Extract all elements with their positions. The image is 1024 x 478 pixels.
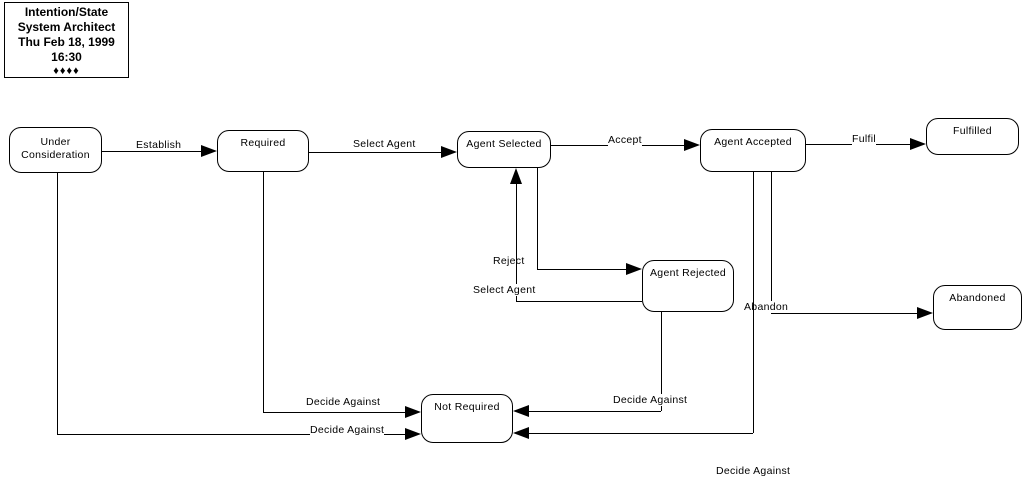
transition-label-fulfil: Fulfil <box>852 133 876 145</box>
arrowhead-decide-against-uc <box>405 428 421 440</box>
connector-select-agent-return-horizontal <box>516 301 642 302</box>
state-label: Agent Accepted <box>714 136 792 148</box>
state-label: Under Consideration <box>21 136 90 161</box>
connector-reject-vertical <box>537 168 538 269</box>
transition-label-abandon: Abandon <box>744 301 789 313</box>
arrowhead-decide-against-rejected <box>513 405 529 417</box>
transition-label-decide-against-accepted: Decide Against <box>716 465 791 477</box>
diagram-time: 16:30 <box>51 50 82 64</box>
connector-decide-against-required-horizontal <box>263 412 405 413</box>
connector-establish <box>102 151 201 152</box>
transition-label-decide-against-required: Decide Against <box>306 396 381 408</box>
connector-decide-against-accepted-vertical <box>753 172 754 433</box>
arrowhead-fulfil <box>910 138 926 150</box>
connector-decide-against-accepted-horizontal <box>529 433 753 434</box>
transition-label-reject: Reject <box>493 255 525 267</box>
state-agent-rejected[interactable]: Agent Rejected <box>642 260 734 312</box>
transition-label-establish: Establish <box>136 139 182 151</box>
arrowhead-reject <box>626 263 642 275</box>
state-not-required[interactable]: Not Required <box>421 394 513 443</box>
state-label: Required <box>240 137 286 149</box>
state-label: Abandoned <box>949 292 1006 304</box>
arrowhead-decide-against-required <box>405 406 421 418</box>
connector-decide-against-uc-horizontal <box>57 434 405 435</box>
arrowhead-abandon <box>917 307 933 319</box>
title-block: Intention/State System Architect Thu Feb… <box>4 2 129 78</box>
transition-label-decide-against-rejected: Decide Against <box>613 394 688 406</box>
state-label: Fulfilled <box>953 125 992 137</box>
state-required[interactable]: Required <box>217 130 309 172</box>
state-agent-selected[interactable]: Agent Selected <box>457 131 551 168</box>
state-under-consideration[interactable]: Under Consideration <box>9 127 102 173</box>
connector-abandon-vertical <box>771 172 772 313</box>
transition-label-select-agent: Select Agent <box>353 138 416 150</box>
arrowhead-select-agent <box>441 146 457 158</box>
state-label: Not Required <box>434 401 500 413</box>
connector-select-agent-return-vertical <box>516 184 517 301</box>
transition-label-accept: Accept <box>608 134 642 146</box>
state-label: Agent Selected <box>466 138 542 150</box>
state-label: Agent Rejected <box>650 267 726 279</box>
state-abandoned[interactable]: Abandoned <box>933 285 1022 330</box>
connector-decide-against-rejected-horizontal <box>529 411 661 412</box>
arrowhead-accept <box>684 139 700 151</box>
tool-name: System Architect <box>17 20 116 34</box>
transition-label-decide-against-uc: Decide Against <box>310 424 385 436</box>
connector-abandon-horizontal <box>771 313 917 314</box>
diagram-title: Intention/State <box>24 5 109 19</box>
state-fulfilled[interactable]: Fulfilled <box>926 118 1019 155</box>
arrowhead-select-agent-return <box>510 168 522 184</box>
diamond-markers: ♦♦♦♦ <box>53 65 80 77</box>
connector-decide-against-uc-vertical <box>57 173 58 434</box>
connector-decide-against-required-vertical <box>263 172 264 412</box>
connector-decide-against-rejected-vertical <box>661 312 662 411</box>
transition-label-select-agent-return: Select Agent <box>473 284 536 296</box>
arrowhead-decide-against-accepted <box>513 427 529 439</box>
diagram-date: Thu Feb 18, 1999 <box>18 35 115 49</box>
connector-select-agent <box>309 152 441 153</box>
state-agent-accepted[interactable]: Agent Accepted <box>700 129 806 172</box>
connector-reject-horizontal <box>537 269 626 270</box>
arrowhead-establish <box>201 145 217 157</box>
